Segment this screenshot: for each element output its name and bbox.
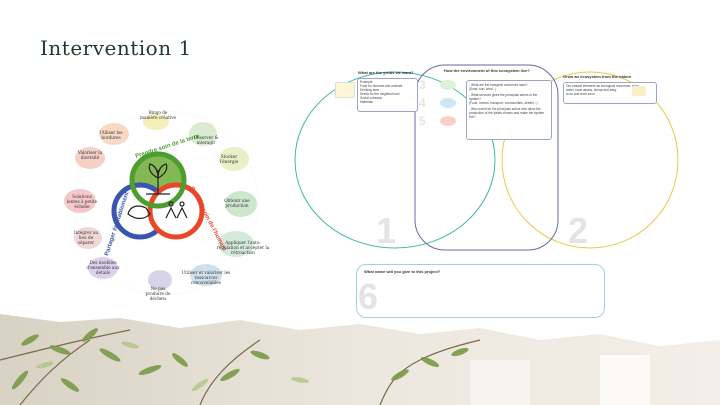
col1-line: Example: (360, 80, 374, 84)
petal-label-8: Des modèles d'ensemble aux détails (86, 260, 120, 275)
col1-line: Seeds for the neighborhood (360, 92, 400, 96)
col2-line: (Solar, sun, wind...) (469, 87, 497, 91)
slide-title: Intervention 1 (40, 36, 192, 60)
number-2: 2 (568, 210, 589, 251)
petal-label-11: Valoriser la diversité (77, 150, 103, 160)
petal-label-7: Ne pas produire de déchets (145, 286, 171, 301)
petal-label-5: Appliquer l'auto-régulation et accepter … (216, 240, 270, 255)
col2-line: (Food, homes, transport, communities, sh… (469, 101, 538, 105)
venn-worksheet (294, 64, 679, 251)
col1-line: Materials (360, 100, 373, 104)
number-5: 5 (419, 114, 426, 128)
plant-icon (146, 163, 170, 195)
petal-label-6: Utiliser et valoriser les ressources ren… (181, 270, 231, 285)
col2-line: - What are the energetic resources uses? (469, 83, 528, 87)
col3-sticker (632, 86, 646, 96)
project-name-box[interactable] (356, 264, 605, 318)
col2-text-box[interactable]: - What are the energetic resources uses?… (466, 80, 552, 140)
petal-label-9: Intégrer au lieu de séparer (73, 230, 99, 245)
number-4: 4 (419, 96, 426, 110)
col2-sticker-2 (440, 98, 456, 108)
petal-label-2: Observer & interagir (193, 135, 219, 145)
col2-line: - Who would be the principals actors who… (469, 107, 541, 111)
people-icon (165, 201, 188, 219)
col2-sticker-3 (440, 116, 456, 126)
col1-sticker (335, 82, 355, 98)
col3-line: water, local assets, cheap and easy (566, 88, 617, 92)
hands-icon (127, 205, 151, 220)
petal-label-10: Solutions lentes à petite échelle (66, 194, 98, 209)
col2-header: How the environment of this ecosystem li… (444, 68, 530, 73)
col1-line: Drinking area (360, 88, 379, 92)
col1-line: Social cohesion (360, 96, 383, 100)
col1-header: What are the yields we want? (358, 70, 414, 75)
col2-line: - What services gives the principals act… (469, 93, 538, 101)
venn-center-rect (414, 64, 559, 251)
petal-label-4: Obtenir une production (224, 198, 250, 208)
number-6: 6 (358, 276, 379, 317)
petal-label-3: Stocker l'énergie (219, 154, 239, 164)
humans-circle (147, 182, 205, 240)
petal-label-12: Utiliser les bordures (99, 130, 123, 140)
permaculture-flower-diagram: Prendre soin de la terre Prendre soin de… (64, 110, 259, 296)
col3-line: to do and work soon (566, 92, 595, 96)
olive-branch-photo (0, 314, 720, 405)
col2-sticker-1 (440, 80, 456, 90)
col3-header: Grow an ecosystem from the nature (563, 74, 632, 79)
venn-right-circle (501, 71, 679, 249)
col1-line: Food for humans and animals (360, 84, 403, 88)
col1-text-box[interactable]: Example: Food for humans and animals Dri… (357, 78, 418, 112)
petal-blobs (64, 114, 257, 290)
number-3: 3 (419, 78, 426, 92)
petal-label-1: Bingo de manière créative (140, 110, 176, 120)
venn-left-circle (294, 71, 496, 249)
col3-line: Our natural elements as ecological resou… (566, 84, 639, 88)
col2-line: production of the yields chosen and make… (469, 111, 545, 119)
bottom-header: What name will you give to this project? (364, 269, 441, 274)
number-1: 1 (376, 210, 397, 251)
